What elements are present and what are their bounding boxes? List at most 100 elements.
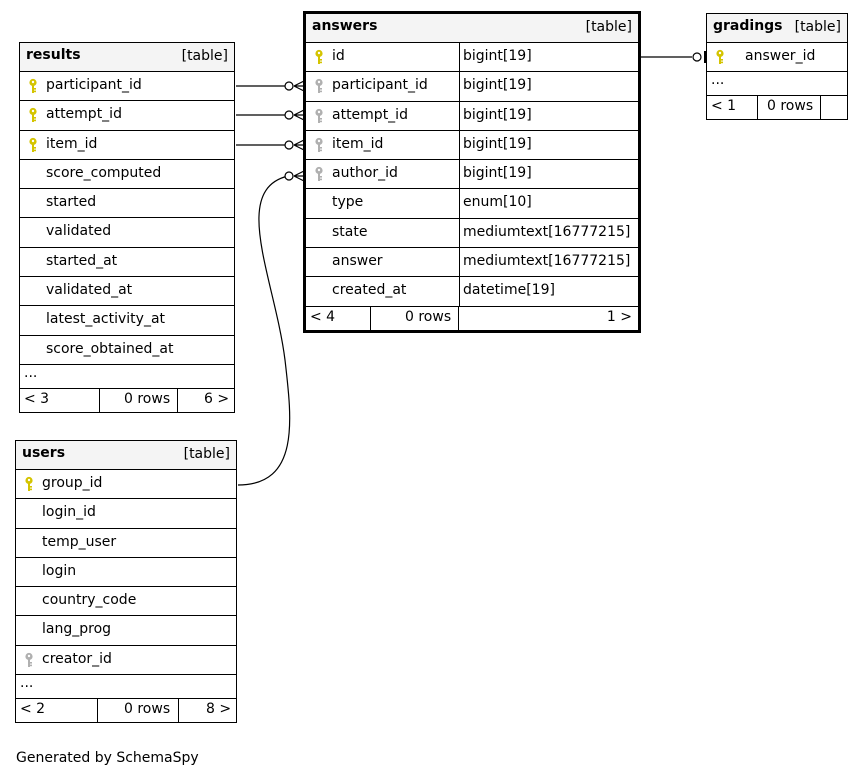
column-name: item_id bbox=[46, 135, 98, 152]
row-count: 0 rows bbox=[405, 308, 452, 325]
column-name: participant_id bbox=[46, 77, 142, 93]
column-name: score_obtained_at bbox=[46, 340, 174, 357]
column-name: created_at bbox=[332, 282, 407, 299]
column-row[interactable]: temp_user bbox=[16, 529, 236, 558]
column-row[interactable]: validated_at bbox=[20, 277, 234, 307]
column-name: id bbox=[332, 48, 345, 64]
column-name: item_id bbox=[332, 135, 384, 152]
column-type: datetime[19] bbox=[463, 282, 555, 299]
column-row[interactable]: id bigint[19] bbox=[306, 43, 638, 73]
column-name: lang_prog bbox=[42, 621, 112, 638]
column-row[interactable]: started_at bbox=[20, 248, 234, 278]
foreign-key-icon bbox=[314, 78, 324, 94]
column-name: validated bbox=[46, 223, 112, 240]
column-row[interactable]: created_at datetime[19] bbox=[306, 277, 638, 307]
table-name: answers bbox=[312, 18, 378, 34]
column-name: participant_id bbox=[332, 77, 428, 94]
column-row[interactable]: validated bbox=[20, 218, 234, 248]
table-name: gradings bbox=[713, 18, 783, 34]
parents-count[interactable]: < 2 bbox=[20, 701, 46, 718]
column-row[interactable]: score_computed bbox=[20, 160, 234, 190]
primary-key-icon bbox=[28, 107, 38, 123]
column-name: temp_user bbox=[42, 533, 117, 550]
column-row[interactable]: participant_id bbox=[20, 72, 234, 102]
column-row[interactable]: group_id bbox=[16, 470, 236, 500]
more-columns: ... bbox=[707, 72, 847, 97]
column-name: country_code bbox=[42, 592, 137, 609]
table-results[interactable]: results [table] participant_id attempt_id… bbox=[19, 42, 235, 413]
table-type-tag: [table] bbox=[585, 19, 632, 35]
column-row[interactable]: answer_id bbox=[707, 43, 847, 73]
column-row[interactable]: participant_id bigint[19] bbox=[306, 72, 638, 102]
generated-by-text: Generated by SchemaSpy bbox=[16, 750, 199, 766]
column-name: started_at bbox=[46, 252, 118, 269]
table-header: users [table] bbox=[16, 441, 236, 470]
children-count[interactable]: 6 > bbox=[204, 390, 230, 407]
children-count[interactable]: 1 > bbox=[606, 308, 632, 325]
foreign-key-icon bbox=[314, 166, 324, 182]
table-type-tag: [table] bbox=[794, 19, 841, 35]
column-name: validated_at bbox=[46, 282, 133, 299]
foreign-key-icon bbox=[314, 108, 324, 124]
children-count[interactable]: 8 > bbox=[206, 701, 232, 718]
column-name: login_id bbox=[42, 504, 96, 521]
column-name: creator_id bbox=[42, 650, 112, 667]
column-row[interactable]: item_id bbox=[20, 131, 234, 160]
edge-users-author bbox=[237, 175, 291, 486]
column-name: state bbox=[332, 223, 368, 240]
column-row[interactable]: latest_activity_at bbox=[20, 306, 234, 336]
column-row[interactable]: answer mediumtext[16777215] bbox=[306, 248, 638, 278]
table-footer: < 4 0 rows 1 > bbox=[306, 306, 638, 330]
column-name: login bbox=[42, 562, 77, 579]
column-row[interactable]: attempt_id bigint[19] bbox=[306, 101, 638, 131]
column-row[interactable]: score_obtained_at bbox=[20, 336, 234, 365]
primary-key-icon bbox=[24, 476, 34, 492]
table-header: results [table] bbox=[20, 43, 234, 72]
parents-count[interactable]: < 3 bbox=[24, 390, 50, 407]
row-count: 0 rows bbox=[767, 98, 814, 115]
column-name: author_id bbox=[332, 165, 398, 182]
column-name: latest_activity_at bbox=[46, 311, 166, 328]
column-row[interactable]: item_id bigint[19] bbox=[306, 130, 638, 161]
foreign-key-icon bbox=[314, 137, 324, 153]
column-row[interactable]: state mediumtext[16777215] bbox=[306, 218, 638, 249]
parents-count[interactable]: < 1 bbox=[711, 98, 737, 115]
more-columns: ... bbox=[16, 675, 236, 700]
more-columns: ... bbox=[20, 365, 234, 389]
table-footer: < 2 0 rows 8 > bbox=[16, 699, 236, 723]
table-footer: < 1 0 rows bbox=[707, 96, 847, 120]
column-type: bigint[19] bbox=[463, 77, 532, 94]
column-row[interactable]: started bbox=[20, 189, 234, 219]
table-type-tag: [table] bbox=[181, 48, 228, 64]
table-footer: < 3 0 rows 6 > bbox=[20, 388, 234, 412]
column-name: type bbox=[332, 194, 364, 211]
primary-key-icon bbox=[715, 49, 725, 65]
primary-key-icon bbox=[28, 78, 38, 94]
column-name: attempt_id bbox=[332, 106, 408, 123]
column-name: attempt_id bbox=[46, 106, 122, 123]
column-name: answer bbox=[332, 253, 383, 270]
column-row[interactable]: author_id bigint[19] bbox=[306, 160, 638, 190]
column-row[interactable]: lang_prog bbox=[16, 616, 236, 646]
column-type: bigint[19] bbox=[463, 135, 532, 152]
column-type: bigint[19] bbox=[463, 48, 532, 64]
column-name: started bbox=[46, 194, 97, 211]
table-gradings[interactable]: gradings [table] answer_id ... < 1 0 row… bbox=[706, 13, 848, 121]
foreign-key-icon bbox=[24, 652, 34, 668]
column-row[interactable]: login_id bbox=[16, 499, 236, 529]
column-row[interactable]: creator_id bbox=[16, 646, 236, 676]
parents-count[interactable]: < 4 bbox=[310, 308, 336, 325]
column-row[interactable]: attempt_id bbox=[20, 101, 234, 131]
primary-key-icon bbox=[28, 137, 38, 153]
column-type: mediumtext[16777215] bbox=[463, 253, 631, 270]
column-row[interactable]: login bbox=[16, 558, 236, 588]
column-type: bigint[19] bbox=[463, 106, 532, 123]
row-count: 0 rows bbox=[124, 701, 171, 718]
column-row[interactable]: country_code bbox=[16, 587, 236, 617]
column-type: bigint[19] bbox=[463, 165, 532, 182]
column-name: group_id bbox=[42, 475, 103, 491]
column-type: mediumtext[16777215] bbox=[463, 223, 631, 240]
